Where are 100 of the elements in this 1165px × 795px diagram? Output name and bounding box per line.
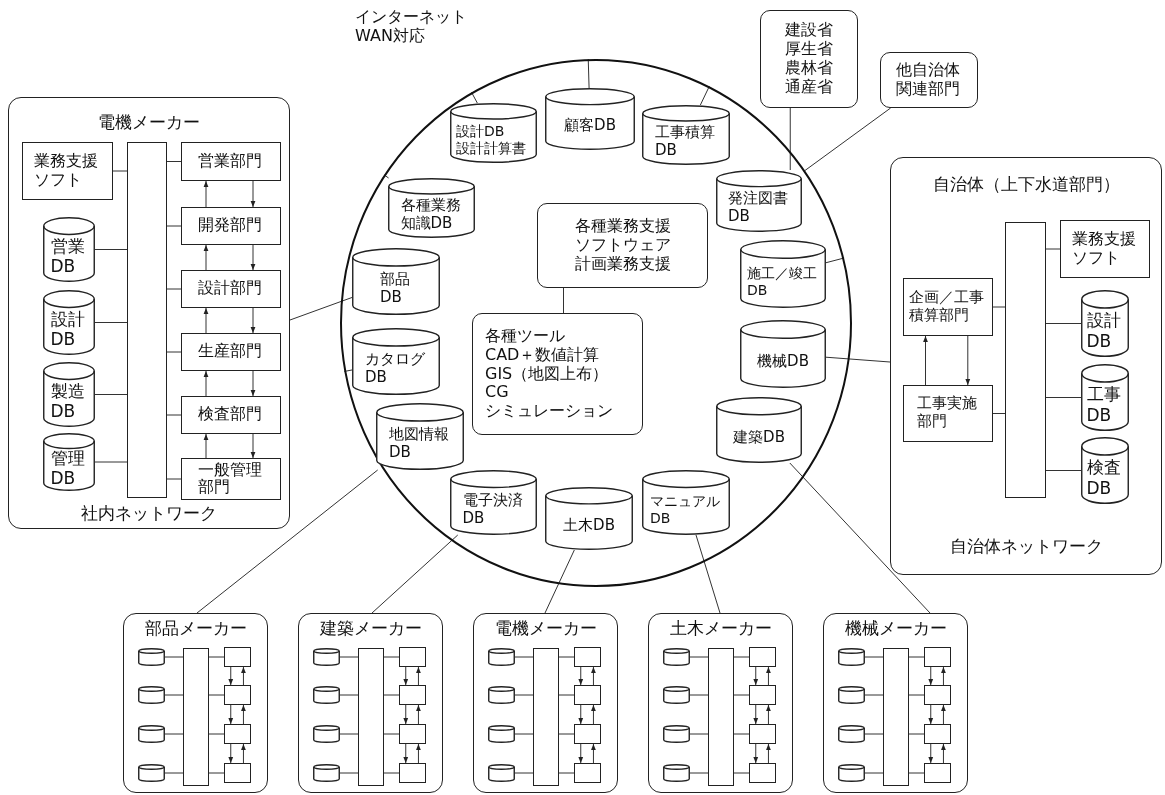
arrow bbox=[578, 666, 584, 686]
connector-line bbox=[733, 694, 750, 696]
database-cylinder bbox=[137, 763, 165, 782]
connector-line bbox=[1045, 397, 1082, 398]
connector-line bbox=[208, 694, 225, 696]
department-box bbox=[923, 723, 951, 744]
database-cylinder bbox=[837, 724, 865, 743]
arrow bbox=[941, 743, 946, 764]
database-cylinder bbox=[837, 763, 865, 782]
database-cylinder bbox=[487, 763, 515, 782]
connector-line bbox=[94, 461, 128, 463]
department-box bbox=[223, 762, 251, 783]
connector-line bbox=[1045, 470, 1082, 471]
company-panel bbox=[298, 613, 443, 793]
department-box bbox=[573, 762, 601, 783]
company-panel bbox=[890, 157, 1162, 575]
connector-line bbox=[733, 656, 750, 658]
connector-line bbox=[383, 656, 400, 658]
connector-line bbox=[164, 656, 184, 658]
arrow bbox=[923, 335, 928, 386]
database-cylinder: 製造DB bbox=[42, 361, 95, 427]
connector-line bbox=[733, 733, 750, 735]
connector-line bbox=[383, 772, 400, 774]
connector-line bbox=[164, 694, 184, 696]
arrow bbox=[766, 666, 771, 686]
arrow bbox=[250, 180, 256, 208]
panel-title: 機械メーカー bbox=[843, 618, 948, 639]
arrow bbox=[416, 666, 421, 686]
process-box: 設計部門 bbox=[180, 269, 281, 308]
department-box bbox=[748, 762, 776, 783]
database-cylinder: 設計DB bbox=[1080, 289, 1129, 357]
database-cylinder: カタログDB bbox=[352, 328, 440, 395]
process-box: 営業部門 bbox=[180, 141, 281, 181]
text-line: 厚生省 bbox=[785, 40, 833, 59]
department-box bbox=[573, 684, 601, 705]
connector-line bbox=[1045, 248, 1061, 250]
arrow bbox=[250, 244, 256, 271]
connector-line bbox=[164, 772, 184, 774]
text-line: 農林省 bbox=[785, 59, 833, 78]
connector-line bbox=[1045, 323, 1082, 324]
connector-line bbox=[695, 534, 721, 614]
process-box: 工事実施部門 bbox=[902, 384, 993, 442]
database-cylinder: 建築DB bbox=[716, 397, 802, 463]
arrow bbox=[591, 743, 596, 764]
connector-line bbox=[789, 107, 791, 171]
arrow bbox=[203, 244, 209, 271]
cylinder-label: 設計DB bbox=[456, 123, 505, 140]
database-cylinder bbox=[487, 647, 515, 666]
arrow bbox=[766, 704, 771, 725]
database-cylinder bbox=[837, 685, 865, 704]
database-cylinder bbox=[662, 647, 690, 666]
network-bus-bar bbox=[1004, 221, 1046, 498]
rounded-box bbox=[472, 313, 643, 435]
connector-line bbox=[94, 322, 128, 323]
department-box bbox=[748, 684, 776, 705]
connector-line bbox=[864, 772, 884, 774]
connector-line bbox=[94, 394, 128, 395]
connector-line bbox=[339, 656, 359, 658]
process-box: 検査部門 bbox=[180, 395, 281, 434]
arrow bbox=[250, 307, 256, 334]
network-label: 自治体ネットワーク bbox=[948, 535, 1104, 556]
text-line: 計画業務支援 bbox=[574, 254, 671, 274]
arrow bbox=[228, 743, 234, 764]
rounded-box bbox=[760, 10, 858, 108]
arrow bbox=[228, 666, 234, 686]
connector-line bbox=[992, 306, 1006, 308]
database-cylinder bbox=[662, 763, 690, 782]
arrow bbox=[403, 743, 409, 764]
network-bus-bar bbox=[182, 647, 209, 786]
text-line: 各種業務支援ソフトウェア bbox=[573, 217, 672, 255]
connector-line bbox=[514, 772, 534, 774]
connector-line bbox=[112, 170, 128, 172]
arrow bbox=[928, 743, 934, 764]
database-cylinder: 検査DB bbox=[1080, 436, 1129, 504]
arrow bbox=[928, 666, 934, 686]
panel-title: 部品メーカー bbox=[143, 618, 248, 639]
connector-line bbox=[699, 85, 710, 106]
department-box bbox=[923, 646, 951, 667]
database-cylinder: 部品DB bbox=[352, 248, 440, 315]
arrow bbox=[416, 743, 421, 764]
arrow bbox=[203, 370, 209, 397]
connector-line bbox=[733, 772, 750, 774]
department-box bbox=[573, 723, 601, 744]
cylinder-label: 設計計算書 bbox=[456, 139, 526, 157]
department-box bbox=[398, 646, 426, 667]
database-cylinder bbox=[662, 685, 690, 704]
text-line: 各種ツール bbox=[485, 326, 565, 346]
connector-line bbox=[558, 772, 575, 774]
connector-line bbox=[166, 225, 182, 227]
connector-line bbox=[587, 58, 590, 89]
connector-line bbox=[166, 288, 182, 290]
connector-line bbox=[789, 462, 931, 614]
department-box bbox=[923, 762, 951, 783]
connector-line bbox=[383, 694, 400, 696]
text-line: CAD＋数値計算 bbox=[485, 345, 600, 365]
company-panel bbox=[123, 613, 268, 793]
connector-line bbox=[908, 656, 925, 658]
connector-line bbox=[558, 733, 575, 735]
arrow bbox=[591, 704, 596, 725]
database-cylinder bbox=[312, 647, 340, 666]
